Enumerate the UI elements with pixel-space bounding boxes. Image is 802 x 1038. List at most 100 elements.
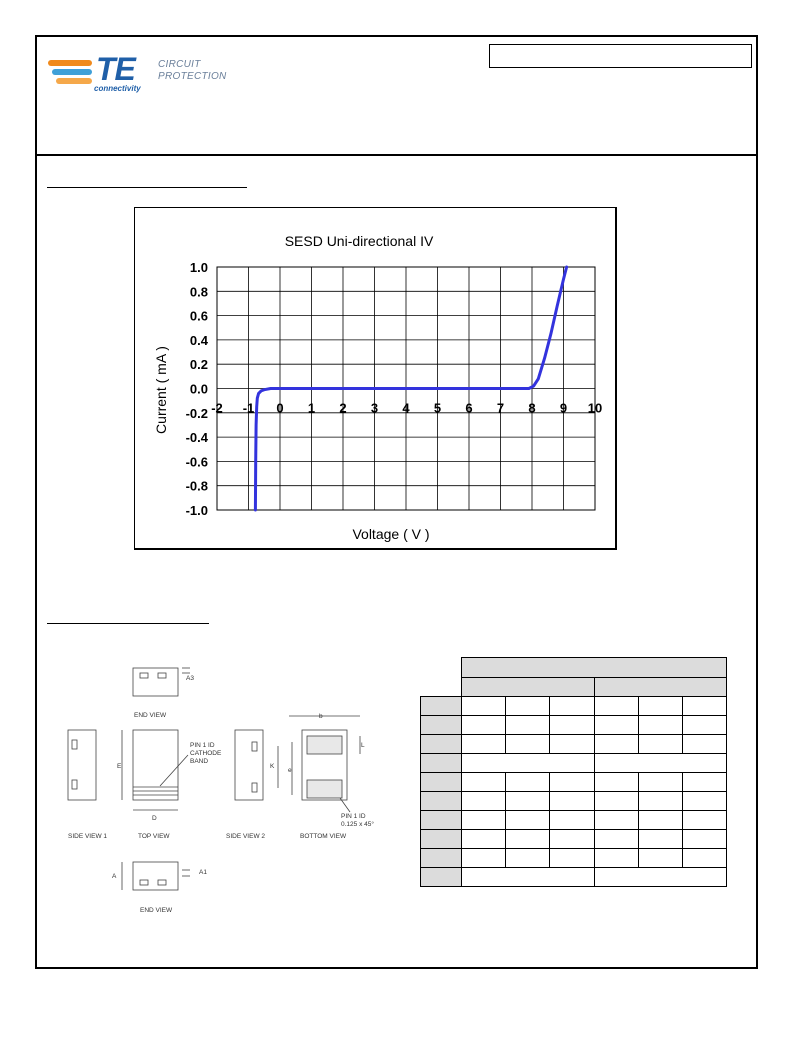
table-cell (682, 810, 727, 830)
bottom-view-label: BOTTOM VIEW (300, 833, 347, 840)
logo-stripe-blue (52, 69, 92, 75)
table-cell (638, 848, 683, 868)
chart-y-tick-label: -0.2 (186, 406, 208, 421)
table-cell (549, 734, 595, 754)
dim-l: L (361, 742, 365, 749)
table-cell (594, 715, 639, 735)
chart-y-axis-label: Current ( mA ) (153, 346, 169, 434)
dim-e-big: E (117, 763, 122, 770)
table-row-header (420, 867, 462, 887)
dimensions-table (420, 657, 727, 887)
table-cell (549, 848, 595, 868)
chart-series-line (253, 265, 569, 512)
table-cell (638, 715, 683, 735)
chart-x-tick-label: 3 (371, 401, 378, 416)
end-view-label-2: END VIEW (140, 907, 173, 914)
dim-d: D (152, 815, 157, 822)
table-row-header (420, 715, 462, 735)
table-cell (505, 734, 550, 754)
table-row (420, 829, 727, 849)
table-cell (461, 772, 506, 792)
bottom-view-body (301, 729, 348, 801)
table-row-header (420, 829, 462, 849)
chart-y-tick-label: 0.8 (190, 284, 208, 299)
chart-y-tick-label: 0.0 (190, 382, 208, 397)
pin-id2-label-1: PIN 1 ID (341, 813, 366, 820)
table-cell (594, 829, 639, 849)
table-cell (505, 848, 550, 868)
chart-x-tick-label: 10 (588, 401, 602, 416)
table-cell (638, 772, 683, 792)
dim-a: A (112, 873, 117, 880)
pin-id2-label-2: 0.125 x 45° (341, 820, 374, 828)
table-cell (505, 829, 550, 849)
logo-division-line1: CIRCUIT (158, 59, 201, 70)
dim-k: K (270, 763, 275, 770)
table-row-header (420, 734, 462, 754)
side-view-1-body (67, 729, 97, 801)
table-cell (461, 810, 506, 830)
table-cell (638, 829, 683, 849)
logo-tagline: connectivity (94, 84, 141, 93)
te-logo: TE connectivity CIRCUIT PROTECTION (48, 52, 248, 97)
end-view-top-body (132, 667, 179, 697)
table-cell (594, 734, 639, 754)
header-field-box (489, 44, 752, 68)
table-row (420, 753, 727, 773)
side-view-1-label: SIDE VIEW 1 (68, 833, 107, 840)
chart-x-tick-label: 9 (560, 401, 567, 416)
logo-division: CIRCUIT PROTECTION (158, 59, 227, 83)
table-cell (594, 848, 639, 868)
table-row-header (420, 696, 462, 716)
table-cell (549, 829, 595, 849)
table-header-cell (461, 657, 727, 678)
table-cell (505, 772, 550, 792)
table-cell (461, 791, 506, 811)
top-view-label: TOP VIEW (138, 833, 170, 840)
table-row-header (420, 848, 462, 868)
chart-x-tick-label: -2 (211, 401, 223, 416)
chart-y-tick-label: -0.8 (186, 479, 208, 494)
table-cell (638, 734, 683, 754)
header-divider (35, 154, 756, 156)
table-cell (549, 791, 595, 811)
table-cell (594, 772, 639, 792)
table-cell (682, 696, 727, 716)
chart-x-tick-label: -1 (243, 401, 255, 416)
dim-a3: A3 (186, 675, 194, 682)
package-drawing: A3 END VIEW E D PIN 1 ID CATHODE BAND K … (60, 650, 390, 920)
table-cell (594, 810, 639, 830)
chart-y-tick-label: 0.2 (190, 357, 208, 372)
logo-stripe-orange-2 (56, 78, 92, 84)
table-cell (638, 810, 683, 830)
dim-b: b (319, 713, 323, 720)
table-cell (682, 848, 727, 868)
table-row (420, 772, 727, 792)
package-drawing-svg: A3 END VIEW E D PIN 1 ID CATHODE BAND K … (67, 667, 374, 914)
section-heading-underline-2 (47, 623, 209, 624)
table-cell (594, 696, 639, 716)
table-row (420, 810, 727, 830)
table-cell (461, 753, 595, 773)
table-cell (505, 715, 550, 735)
pin-id-label-2: CATHODE (190, 750, 222, 757)
table-cell (682, 734, 727, 754)
dim-a1: A1 (199, 869, 207, 876)
logo-brand: TE (96, 51, 136, 87)
table-row-header (420, 753, 462, 773)
chart-x-tick-label: 1 (308, 401, 315, 416)
section-heading-underline-1 (47, 187, 247, 188)
table-cell (682, 772, 727, 792)
table-row (420, 848, 727, 868)
table-cell (461, 829, 506, 849)
table-subheader-cell (594, 677, 727, 697)
table-row (420, 791, 727, 811)
chart-y-tick-label: 0.6 (190, 309, 208, 324)
table-cell (682, 791, 727, 811)
table-cell (505, 810, 550, 830)
table-row-header (420, 791, 462, 811)
dim-e-small: e (288, 767, 292, 774)
chart-x-axis-label: Voltage ( V ) (352, 526, 429, 542)
chart-y-tick-label: 0.4 (190, 333, 209, 348)
